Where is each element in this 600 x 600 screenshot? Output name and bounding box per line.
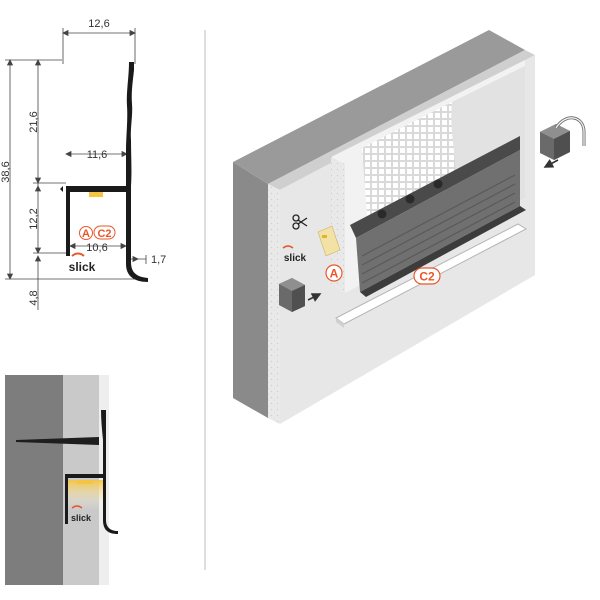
arrow-icon: [307, 293, 322, 302]
badge-c2-illustration: [413, 267, 441, 285]
dim-width-channel: 10,6: [86, 242, 107, 254]
wall-top-plaster: [268, 50, 535, 190]
end-cap-right: [540, 116, 586, 160]
arrow-icon-right: [543, 158, 559, 168]
installed-profile: [65, 410, 118, 534]
brand-name: slick: [69, 260, 96, 274]
aluminium-profile: [66, 62, 148, 282]
dim-height-lip: 4,8: [28, 290, 40, 305]
dim-height-upper: 21,6: [28, 111, 40, 132]
wall-side-face: [233, 162, 268, 418]
dim-width-top: 12,6: [88, 18, 109, 30]
dim-wall-thickness: 1,7: [151, 254, 166, 266]
code-badges: A C2: [79, 225, 116, 240]
dim-height-channel: 12,2: [28, 208, 40, 229]
badge-c2-illustration-text: C2: [419, 270, 435, 284]
installed-section-view: slick: [5, 375, 200, 585]
led-strip: [89, 192, 103, 197]
installed-led-glow: [68, 480, 103, 510]
brand-logo: slick: [69, 252, 96, 274]
wall-plaster-edge: [268, 184, 280, 424]
badge-a-illustration-text: A: [330, 267, 339, 281]
badge-profile-code: A: [82, 228, 90, 240]
wall-top-face: [233, 30, 525, 184]
tape-brand-name: slick: [284, 253, 307, 264]
dim-height-total: 38,6: [0, 161, 12, 182]
end-cap-left: [279, 278, 305, 312]
dimension-lines: [5, 28, 147, 310]
scissors-icon: [292, 214, 308, 230]
profile-cross-section: 12,6 38,6 21,6 11,6 12,2 10,6 1,7 4,8 A …: [0, 18, 166, 310]
badge-a-illustration: [325, 264, 343, 282]
badge-cover-code: C2: [97, 228, 111, 240]
dim-width-inner-upper: 11,6: [87, 149, 108, 161]
fixing-pin: [16, 437, 99, 445]
led-tape: [317, 225, 341, 257]
installation-illustration: slick A C2: [233, 30, 586, 424]
installed-brand-name: slick: [71, 513, 92, 523]
